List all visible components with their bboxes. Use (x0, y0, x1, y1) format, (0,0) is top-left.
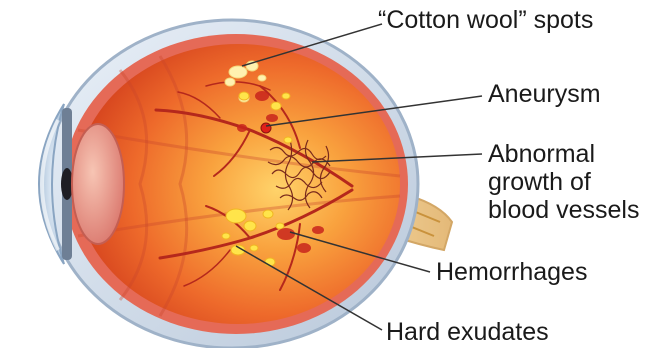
label-abnormal-growth-line-2: growth of (488, 168, 639, 196)
label-aneurysm: Aneurysm (488, 80, 601, 108)
aneurysm-marker (261, 123, 271, 133)
lens (72, 124, 124, 244)
label-abnormal-growth-line-1: Abnormal (488, 140, 639, 168)
label-hard-exudates: Hard exudates (386, 318, 549, 346)
label-hemorrhages: Hemorrhages (436, 258, 587, 286)
label-abnormal-growth: Abnormal growth of blood vessels (488, 140, 639, 224)
label-cotton-wool-spots: “Cotton wool” spots (378, 6, 593, 34)
label-abnormal-growth-line-3: blood vessels (488, 196, 639, 224)
